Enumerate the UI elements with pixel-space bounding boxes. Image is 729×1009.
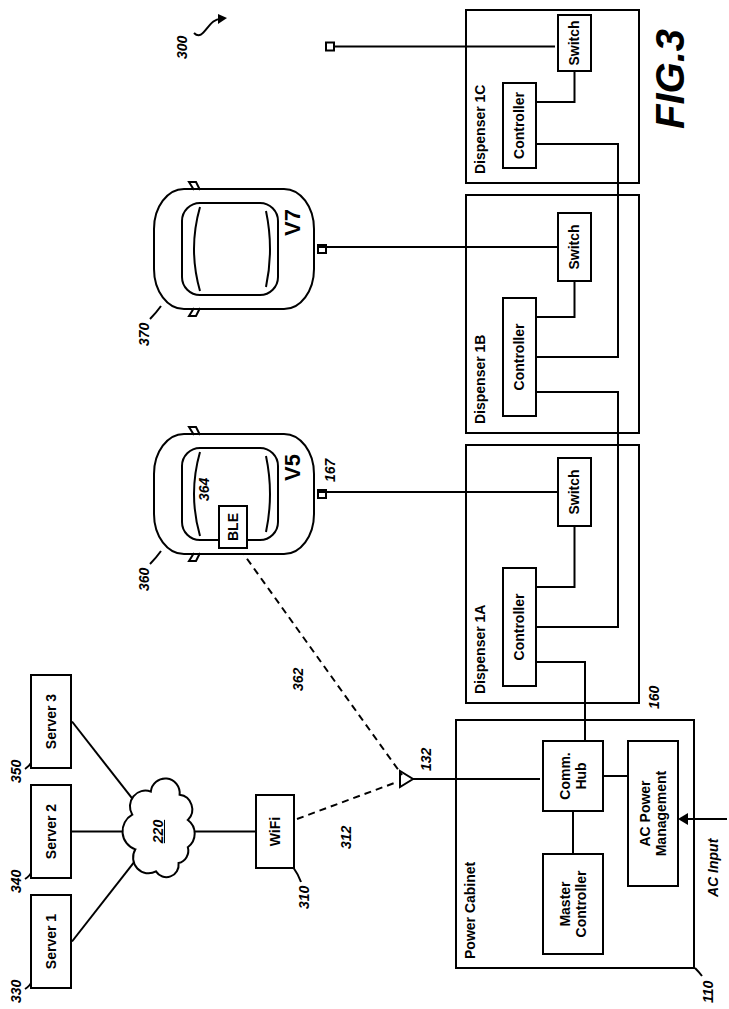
connector [190, 831, 255, 833]
process-box: Server 3 [30, 674, 72, 769]
box-heading: Dispenser 1A [472, 605, 488, 694]
node-text: Server 1 [43, 914, 59, 969]
node-text: V5 [282, 454, 304, 481]
process-box: Controller [502, 567, 537, 687]
connector [537, 662, 585, 740]
process-box: Comm. Hub [542, 740, 604, 812]
process-box: Server 2 [30, 784, 72, 879]
connector [72, 863, 134, 942]
callout-number: 132 [418, 748, 434, 771]
node-text: 220 [150, 820, 166, 843]
connector [72, 722, 134, 801]
process-box: AC Power Management [627, 740, 679, 887]
connector [537, 72, 575, 102]
process-box: WiFi [255, 794, 295, 869]
connector [72, 831, 126, 833]
node-text: Switch [566, 224, 582, 269]
callout-number: 312 [338, 826, 354, 849]
input-arrow [686, 818, 727, 820]
connector [537, 392, 618, 627]
vehicle: V5BLE [150, 424, 318, 564]
connector [537, 144, 618, 357]
callout-number: 370 [136, 323, 152, 346]
connector [604, 775, 627, 777]
plug [326, 43, 334, 51]
arrow-head [678, 813, 688, 825]
vehicle-outline [150, 179, 318, 319]
vehicle: V7 [150, 179, 318, 319]
node-text: BLE [225, 513, 241, 541]
connector [318, 491, 557, 493]
process-box: Server 1 [30, 894, 72, 989]
connector [537, 527, 575, 587]
node-text: Controller [511, 92, 527, 159]
signal-name: AC Input [705, 839, 721, 897]
process-box: Switch [557, 14, 592, 72]
connector [537, 282, 575, 317]
process-box: Switch [557, 212, 592, 282]
node-text: V7 [282, 209, 304, 236]
node-text: Controller [511, 324, 527, 391]
node-text: AC Power Management [637, 745, 669, 882]
box-heading: Dispenser 1C [472, 85, 488, 174]
cabinet-box: Power Cabinet Master Controller Comm. Hub A… [455, 719, 695, 969]
leader-line [293, 867, 301, 882]
callout-number: 310 [296, 886, 312, 909]
callout-number: 340 [8, 870, 24, 893]
arrow-head [218, 14, 227, 24]
callout-number: 330 [8, 980, 24, 1003]
cabinet-box: Dispenser 1A Controller Switch [465, 444, 640, 704]
leader-line [150, 551, 161, 564]
node-text: Switch [566, 20, 582, 65]
node-text: Server 3 [43, 694, 59, 749]
process-box: Switch [557, 457, 592, 527]
callout-number: 110 [700, 981, 716, 1003]
cabinet-box: Dispenser 1C Controller Switch [465, 9, 640, 184]
process-box: Master Controller [542, 853, 604, 955]
callout-number: 364 [196, 478, 212, 501]
cable [334, 46, 555, 48]
leader-line [695, 968, 702, 976]
node-text: WiFi [267, 817, 283, 846]
antenna-wire [413, 778, 540, 780]
leader-line [194, 19, 222, 35]
process-box: Controller [502, 82, 537, 169]
callout-number: 160 [646, 686, 662, 709]
callout-number: 300 [174, 36, 190, 59]
callout-number: 362 [290, 668, 306, 691]
box-heading: Power Cabinet [462, 862, 478, 959]
process-box: Controller [502, 297, 537, 417]
wireless-link [240, 549, 402, 775]
wireless-link [297, 782, 397, 819]
connector [572, 812, 574, 853]
node-text: Server 2 [43, 804, 59, 859]
network-cloud: 220 [122, 779, 194, 884]
node-text: Master Controller [557, 858, 589, 950]
box-heading: Dispenser 1B [472, 335, 488, 424]
connector [318, 246, 557, 248]
cabinet-box: Dispenser 1B Controller Switch [465, 194, 640, 434]
callout-number: 167 [322, 459, 338, 482]
callout-number: 350 [8, 760, 24, 783]
process-box: BLE [218, 505, 248, 549]
figure-number: FIG.3 [650, 29, 690, 129]
node-text: Comm. Hub [557, 745, 589, 807]
node-text: Controller [511, 594, 527, 661]
leader-line [150, 306, 161, 319]
node-text: Switch [566, 469, 582, 514]
callout-number: 360 [136, 568, 152, 591]
